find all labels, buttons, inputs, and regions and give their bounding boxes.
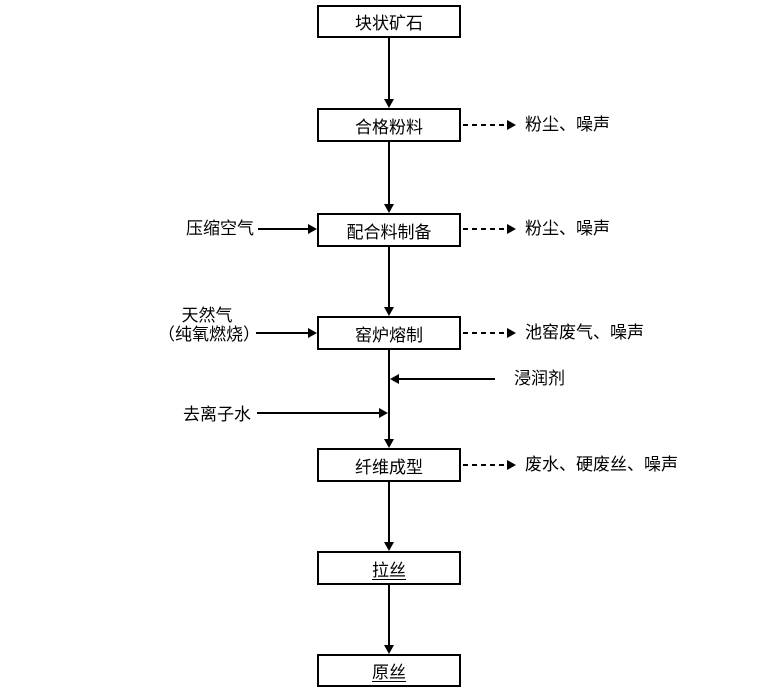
- arrow-left-icon: [390, 374, 399, 384]
- process-box-fiber-forming: 纤维成型: [317, 448, 461, 482]
- arrow-right-icon: [507, 328, 516, 338]
- flow-connector: [388, 38, 390, 99]
- arrow-down-icon: [384, 99, 394, 108]
- process-box-strand: 原丝: [317, 654, 461, 687]
- flow-connector: [388, 482, 390, 542]
- emission-arrow-line: [463, 464, 507, 466]
- input-label-natural-gas: 天然气 （纯氧燃烧）: [158, 306, 260, 345]
- input-arrow-line: [257, 412, 380, 414]
- input-arrow-line: [258, 228, 309, 230]
- emission-label-wastewater-waste-fiber-noise: 废水、硬废丝、噪声: [525, 455, 678, 475]
- process-box-drawing: 拉丝: [317, 551, 461, 585]
- flow-connector: [388, 247, 390, 307]
- arrow-down-icon: [384, 204, 394, 213]
- emission-label-dust-noise-1: 粉尘、噪声: [525, 115, 610, 135]
- input-label-sizing-agent: 浸润剂: [514, 369, 565, 389]
- input-label-line2: （纯氧燃烧）: [158, 325, 260, 345]
- arrow-right-icon: [308, 328, 317, 338]
- process-box-label: 原丝: [372, 663, 406, 683]
- flow-connector: [388, 585, 390, 645]
- process-box-batch-prep: 配合料制备: [317, 213, 461, 247]
- arrow-down-icon: [384, 542, 394, 551]
- process-box-label: 配合料制备: [346, 222, 432, 243]
- emission-label-kiln-exhaust-noise: 池窑废气、噪声: [525, 323, 644, 343]
- emission-arrow-line: [463, 228, 507, 230]
- process-box-label: 拉丝: [372, 560, 406, 581]
- arrow-down-icon: [384, 439, 394, 448]
- process-box-label: 合格粉料: [355, 117, 423, 138]
- arrow-right-icon: [507, 460, 516, 470]
- process-box-label: 窑炉熔制: [355, 325, 423, 346]
- input-arrow-line: [256, 332, 309, 334]
- arrow-right-icon: [507, 224, 516, 234]
- process-box-label: 块状矿石: [355, 14, 423, 34]
- arrow-right-icon: [507, 120, 516, 130]
- input-label-line1: 天然气: [181, 306, 233, 326]
- process-box-kiln-melting: 窑炉熔制: [317, 316, 461, 350]
- flow-connector: [388, 142, 390, 204]
- flow-connector: [388, 350, 390, 439]
- emission-label-dust-noise-2: 粉尘、噪声: [525, 219, 610, 239]
- input-label-compressed-air: 压缩空气: [186, 219, 254, 239]
- arrow-right-icon: [308, 224, 317, 234]
- emission-arrow-line: [463, 124, 507, 126]
- arrow-right-icon: [379, 408, 388, 418]
- process-box-ore: 块状矿石: [317, 5, 461, 38]
- process-box-label: 纤维成型: [355, 457, 423, 478]
- process-box-powder: 合格粉料: [317, 108, 461, 142]
- input-arrow-line: [399, 378, 495, 380]
- arrow-down-icon: [384, 307, 394, 316]
- arrow-down-icon: [384, 645, 394, 654]
- input-label-deionized-water: 去离子水: [183, 405, 251, 425]
- emission-arrow-line: [463, 332, 507, 334]
